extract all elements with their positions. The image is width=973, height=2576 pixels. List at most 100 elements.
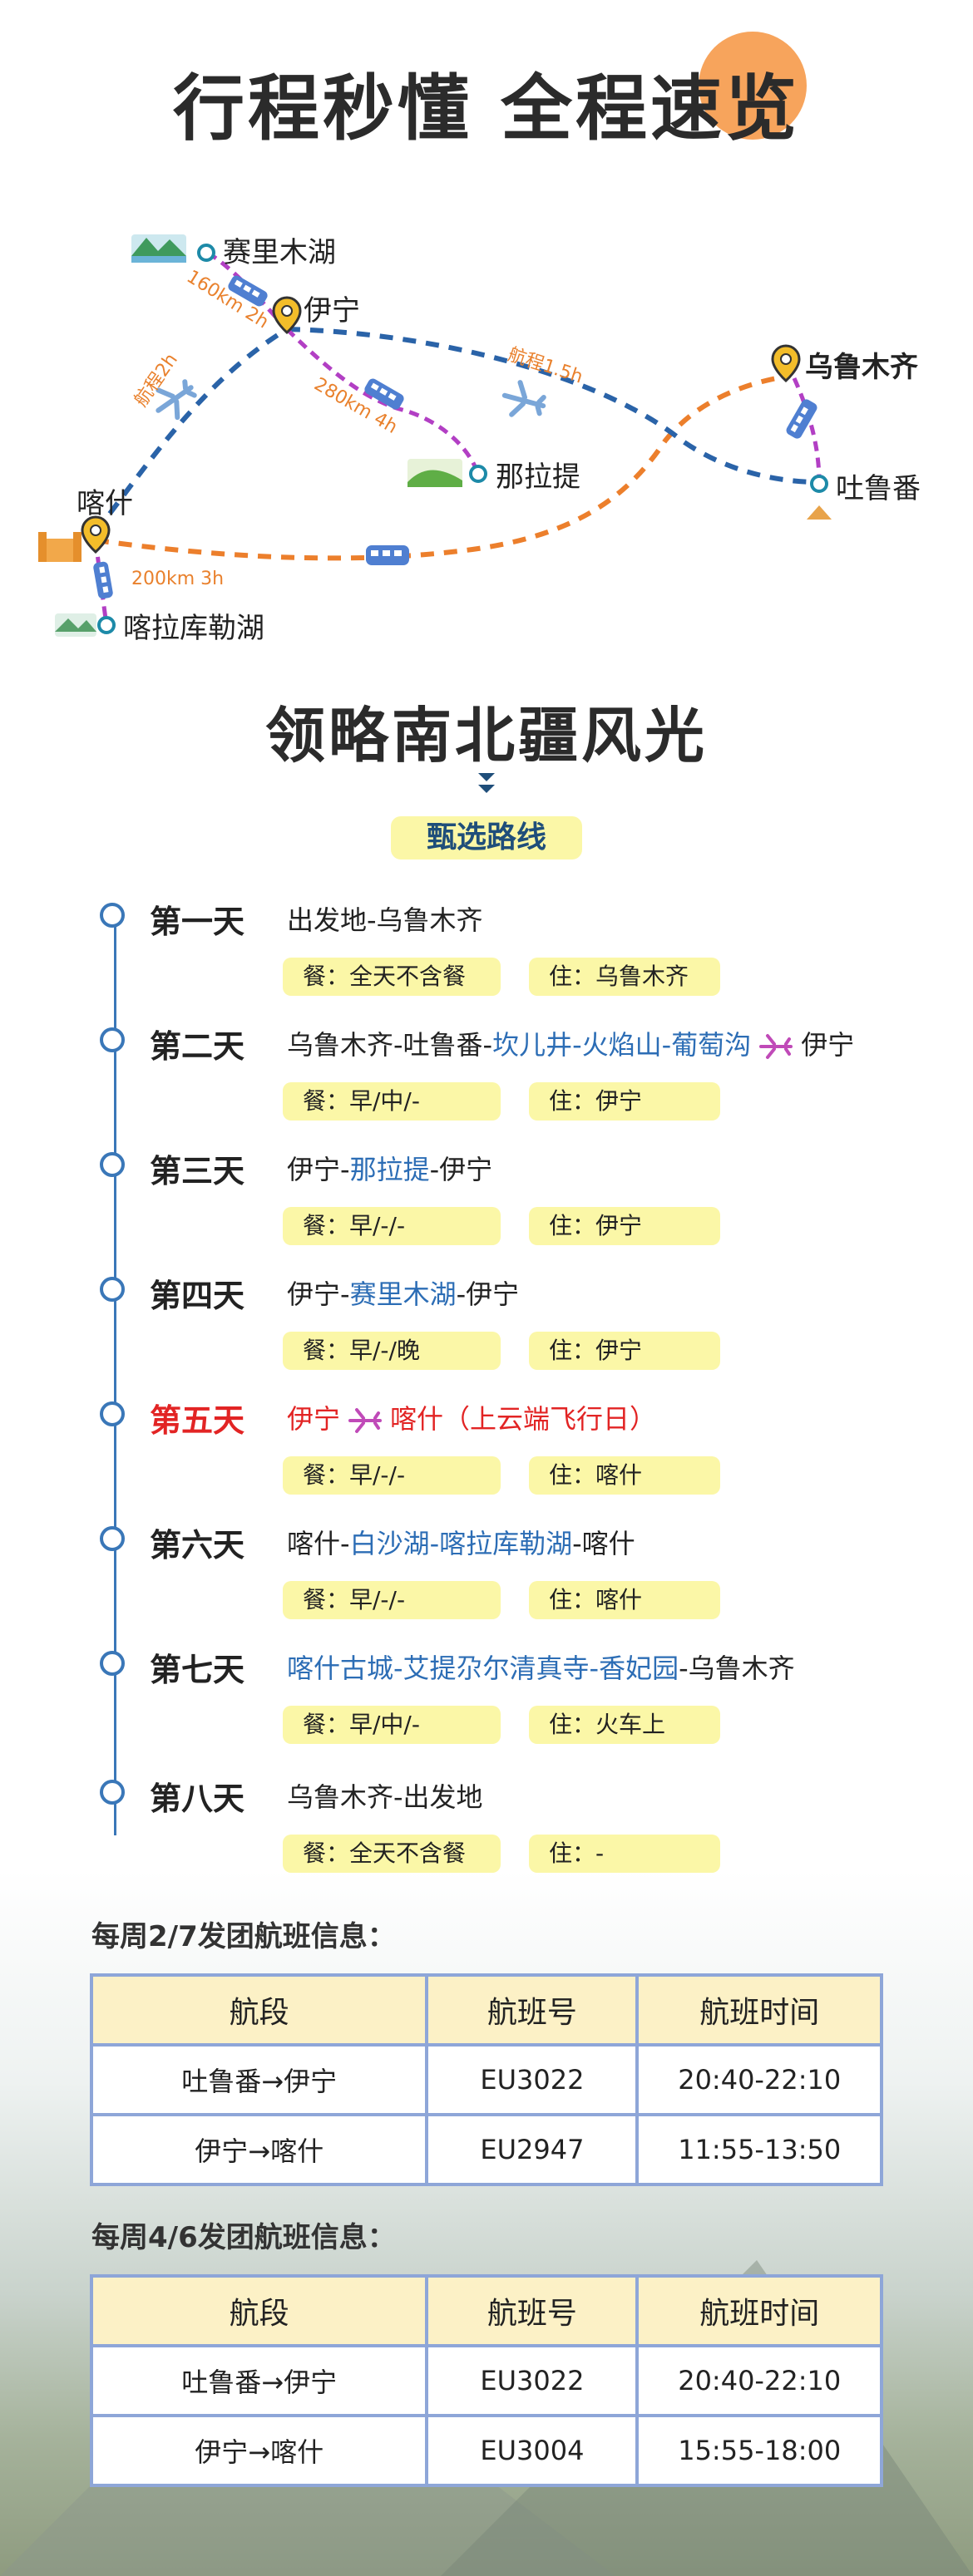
stay-info: 住：喀什: [529, 1581, 720, 1619]
kashgar-building-icon: [38, 532, 81, 562]
meal-info: 餐：早/-/晚: [283, 1332, 501, 1370]
itinerary-day: 第八天乌鲁木齐-出发地餐：全天不含餐住：-: [0, 1773, 973, 1898]
city-kashgar: 喀什: [77, 487, 133, 520]
stay-info: 住：伊宁: [529, 1207, 720, 1245]
route-segment: 那拉提: [349, 1154, 430, 1185]
table-cell: 15:55-18:00: [635, 2414, 883, 2487]
chevron-down-icon: [478, 773, 495, 793]
day-label: 第六天: [150, 1527, 245, 1564]
route-segment: 伊宁: [801, 1029, 855, 1061]
route-label-kashgar-karakul: 200km 3h: [131, 569, 225, 589]
turpan-node: [810, 475, 828, 493]
itinerary-day: 第三天伊宁-那拉提-伊宁餐：早/-/-住：伊宁: [0, 1145, 973, 1270]
column-header: 航段: [89, 1973, 429, 2047]
day-label: 第四天: [150, 1278, 245, 1314]
yining-pin-icon: [272, 296, 302, 334]
route-segment: 出发地-乌鲁木齐: [287, 904, 483, 936]
day-route: 出发地-乌鲁木齐: [287, 899, 483, 938]
table-header-row: 航段航班号航班时间: [89, 2274, 883, 2347]
day-label: 第五天: [150, 1402, 245, 1439]
section-title: 领略南北疆风光: [264, 701, 708, 771]
table-header-row: 航段航班号航班时间: [89, 1973, 883, 2047]
table-cell: EU3022: [425, 2344, 640, 2417]
train-icon: [786, 399, 817, 439]
route-segment: 伊宁-: [287, 1154, 350, 1185]
day-route: 喀什-白沙湖-喀拉库勒湖-喀什: [287, 1523, 635, 1561]
plane-icon: [156, 379, 197, 421]
route-segment: -喀什: [572, 1528, 635, 1559]
plane-icon: [348, 1408, 383, 1433]
city-nalati: 那拉提: [496, 461, 580, 494]
karakul-landscape-icon: [55, 613, 96, 637]
route-segment: 伊宁-: [287, 1278, 350, 1310]
route-segment: 白沙湖-喀拉库勒湖: [349, 1528, 573, 1559]
lake-landscape-icon: [131, 234, 186, 263]
day-route: 喀什古城-艾提尕尔清真寺-香妃园-乌鲁木齐: [287, 1648, 795, 1686]
nalati-node: [469, 465, 487, 483]
train-icon: [364, 378, 404, 410]
day-label: 第一天: [150, 904, 245, 940]
stay-info: 住：-: [529, 1835, 720, 1873]
train-icon: [93, 561, 113, 599]
turpan-desert-icon: [807, 505, 832, 520]
train-icon: [228, 275, 268, 307]
table-cell: 吐鲁番→伊宁: [89, 2043, 429, 2116]
table-cell: 20:40-22:10: [635, 2043, 883, 2116]
timeline-dot: [100, 1526, 125, 1551]
stay-info: 住：乌鲁木齐: [529, 958, 720, 996]
day-label: 第七天: [150, 1652, 245, 1688]
table-cell: EU3004: [425, 2414, 640, 2487]
day-route: 伊宁-那拉提-伊宁: [287, 1149, 492, 1187]
flight-info-heading: 每周2/7发团航班信息：: [91, 1920, 396, 1953]
stay-info: 住：伊宁: [529, 1332, 720, 1370]
table-cell: 伊宁→喀什: [89, 2113, 429, 2186]
city-yining: 伊宁: [304, 294, 360, 328]
table-cell: 11:55-13:50: [635, 2113, 883, 2186]
stay-info: 住：伊宁: [529, 1082, 720, 1121]
meal-info: 餐：早/-/-: [283, 1456, 501, 1495]
meal-info: 餐：全天不含餐: [283, 958, 501, 996]
itinerary-day: 第一天 出发地-乌鲁木齐餐：全天不含餐住：乌鲁木齐: [0, 896, 973, 1021]
timeline-dot: [100, 1027, 125, 1052]
itinerary-day: 第六天 喀什-白沙湖-喀拉库勒湖-喀什餐：早/-/- 住：喀什: [0, 1519, 973, 1644]
day-label: 第三天: [150, 1153, 245, 1189]
route-map-lines: [38, 234, 832, 637]
meal-info: 餐：早/中/-: [283, 1082, 501, 1121]
flight-kashgar-yining-line: [93, 327, 289, 534]
route-segment: -伊宁: [429, 1154, 493, 1185]
column-header: 航班号: [425, 2274, 640, 2347]
urumqi-pin-icon: [771, 344, 801, 382]
timeline-dot: [100, 903, 125, 928]
timeline-dot: [100, 1651, 125, 1676]
day-route: 乌鲁木齐-出发地: [287, 1776, 483, 1815]
day-route: 伊宁喀什（上云端飞行日）: [287, 1398, 656, 1436]
route-map: 赛里木湖 伊宁 乌鲁木齐 吐鲁番 那拉提 喀什 喀拉库勒湖 160km 2h 航…: [0, 191, 973, 657]
itinerary-day: 第二天 乌鲁木齐-吐鲁番-坎儿井-火焰山-葡萄沟 伊宁餐：早/中/- 住：伊宁: [0, 1021, 973, 1145]
route-segment: -伊宁: [456, 1278, 520, 1310]
column-header: 航班时间: [635, 1973, 883, 2047]
column-header: 航班时间: [635, 2274, 883, 2347]
page-title: 行程秒懂 全程速览: [0, 32, 973, 154]
meal-info: 餐：早/-/-: [283, 1581, 501, 1619]
timeline-dot: [100, 1277, 125, 1302]
meal-info: 餐：全天不含餐: [283, 1835, 501, 1873]
road-urumqi-turpan: [792, 377, 822, 483]
day-label: 第二天: [150, 1028, 245, 1065]
city-sayram: 赛里木湖: [223, 236, 336, 269]
route-segment: 乌鲁木齐-吐鲁番-: [287, 1029, 493, 1061]
flight-info-heading: 每周4/6发团航班信息：: [91, 2221, 396, 2254]
route-segment: 坎儿井-火焰山-葡萄沟: [492, 1029, 752, 1061]
table-cell: 吐鲁番→伊宁: [89, 2344, 429, 2417]
meal-info: 餐：早/中/-: [283, 1706, 501, 1744]
stay-info: 住：火车上: [529, 1706, 720, 1744]
rail-route-line: [95, 373, 791, 561]
city-karakul: 喀拉库勒湖: [123, 612, 264, 645]
road-yining-nalati: [285, 328, 481, 475]
day-route: 伊宁-赛里木湖-伊宁: [287, 1273, 519, 1312]
route-segment: 伊宁: [287, 1403, 341, 1435]
